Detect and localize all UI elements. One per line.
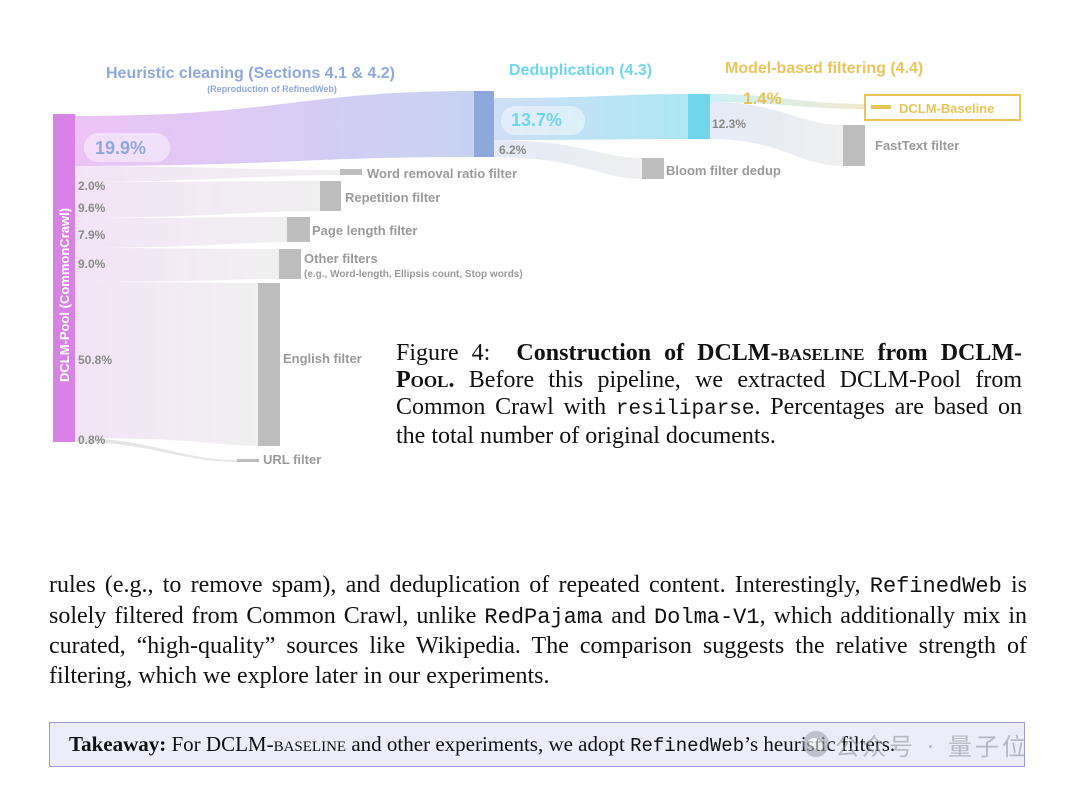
wechat-icon	[803, 731, 829, 757]
pct-english: 50.8%	[78, 353, 112, 367]
pool-label: DCLM-Pool (CommonCrawl)	[57, 208, 72, 382]
pct-fasttext: 12.3%	[712, 117, 746, 131]
watermark-text: 公众号 · 量子位	[835, 732, 1029, 761]
fasttext-node	[843, 125, 865, 166]
watermark: 公众号 · 量子位	[803, 727, 1029, 761]
flow-dedup-kept	[494, 94, 688, 140]
baseline-node	[871, 105, 891, 109]
label-baseline: DCLM-Baseline	[899, 101, 994, 116]
body-paragraph: rules (e.g., to remove spam), and dedupl…	[49, 572, 1027, 689]
model-title: Model-based filtering (4.4)	[725, 60, 923, 77]
sankey-figure: DCLM-Pool (CommonCrawl) Heuristic cleani…	[53, 60, 1021, 467]
flow-model-removed	[710, 102, 843, 166]
label-repetition: Repetition filter	[345, 190, 440, 205]
other-filters-node	[279, 249, 301, 279]
flow-word-removal	[75, 166, 340, 182]
flow-url	[75, 438, 237, 462]
dedup-title: Deduplication (4.3)	[509, 62, 652, 79]
pct-word-removal: 2.0%	[78, 179, 106, 193]
flow-model-kept	[710, 94, 864, 109]
pct-badge-heuristic	[84, 133, 170, 162]
pct-badge-dedup	[501, 106, 585, 135]
code-refinedweb: RefinedWeb	[869, 574, 1002, 599]
pct-final: 1.4%	[743, 89, 782, 108]
label-page-length: Page length filter	[312, 223, 417, 238]
flow-page-length	[75, 217, 287, 248]
page-length-node	[287, 217, 310, 242]
takeaway-label: Takeaway:	[69, 732, 167, 756]
pct-bloom: 6.2%	[499, 143, 527, 157]
caption-title: Construction of DCLM-baseline from DCLM-…	[396, 340, 1023, 393]
url-node	[237, 459, 259, 462]
pool-node	[53, 114, 75, 442]
flow-repetition	[75, 181, 320, 218]
baseline-box	[864, 94, 1021, 121]
caption-prefix: Figure 4:	[396, 340, 491, 366]
caption-code: resiliparse	[615, 398, 755, 421]
bloom-node	[642, 158, 664, 179]
pct-url: 0.8%	[78, 433, 106, 447]
repetition-node	[320, 181, 341, 211]
pct-repetition: 9.6%	[78, 201, 106, 215]
label-other-filters: Other filters	[304, 251, 378, 266]
heuristic-subtitle: (Reproduction of RefinedWeb)	[207, 84, 337, 94]
takeaway-code: RefinedWeb	[630, 735, 745, 757]
pct-page-length: 7.9%	[78, 228, 106, 242]
label-other-filters-sub: (e.g., Word-length, Ellipsis count, Stop…	[304, 269, 523, 280]
word-removal-node	[340, 169, 362, 175]
label-fasttext: FastText filter	[875, 138, 959, 153]
label-english: English filter	[283, 351, 362, 366]
dedup-node	[688, 94, 710, 139]
label-url: URL filter	[263, 452, 321, 467]
pct-heuristic: 19.9%	[95, 138, 146, 158]
pct-other-filters: 9.0%	[78, 257, 106, 271]
figure-caption: Figure 4: Construction of DCLM-baseline …	[396, 340, 1023, 449]
heuristic-title: Heuristic cleaning (Sections 4.1 & 4.2)	[106, 65, 395, 82]
flow-other-filters	[75, 248, 279, 282]
label-word-removal: Word removal ratio filter	[367, 166, 517, 181]
pct-dedup: 13.7%	[511, 110, 562, 130]
flow-heuristic-kept	[75, 91, 474, 166]
english-node	[258, 283, 280, 446]
heuristic-node	[474, 91, 494, 157]
code-dolma: Dolma-V1	[653, 604, 760, 630]
caption-text: Before this pipeline, we extracted DCLM-…	[396, 367, 1022, 420]
code-redpajama: RedPajama	[484, 604, 604, 630]
flow-dedup-removed	[494, 140, 642, 179]
label-bloom: Bloom filter dedup	[666, 163, 781, 178]
flow-english	[75, 282, 258, 446]
takeaway-box: Takeaway: For DCLM-baseline and other ex…	[49, 722, 1025, 767]
